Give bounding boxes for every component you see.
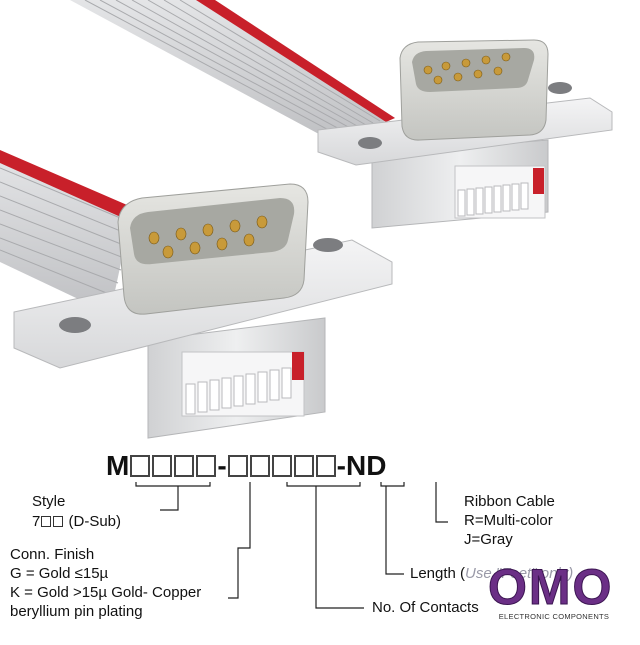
mounting-hole (59, 317, 91, 333)
ribbon-option-r: R=Multi-color (464, 512, 553, 529)
part-number-slot (152, 455, 173, 477)
ribbon-cable-back (70, 0, 395, 140)
polarity-mark (292, 352, 304, 380)
part-number-dash: - (217, 450, 227, 481)
ribbon-title: Ribbon Cable (464, 493, 555, 510)
part-number-slot (249, 455, 270, 477)
style-code-slot (41, 516, 52, 527)
length-label: Length (Use "Feet" only) (410, 564, 573, 583)
part-number-slot (174, 455, 195, 477)
style-code-suffix: (D-Sub) (68, 513, 122, 530)
connector-back (317, 39, 613, 229)
part-number-slot (227, 455, 248, 477)
mounting-hole (313, 238, 343, 252)
finish-title: Conn. Finish (10, 546, 95, 563)
part-number-suffix: -ND (336, 450, 387, 481)
polarity-mark (533, 168, 544, 194)
part-number-slot (196, 455, 217, 477)
style-code-prefix: 7 (32, 513, 41, 530)
part-number-prefix: M (106, 450, 130, 481)
finish-option-k-detail: beryllium pin plating (10, 603, 143, 620)
callout-lines (135, 482, 448, 609)
part-number-slot (293, 455, 314, 477)
logo-word: OMO (487, 559, 614, 615)
style-code: 7 (D-Sub) (32, 512, 121, 531)
part-number-slot (315, 455, 336, 477)
cable-stripe-red (0, 150, 134, 222)
mounting-hole (548, 82, 572, 94)
part-number-slot (271, 455, 292, 477)
length-label-prefix: Length ( (410, 565, 466, 582)
ribbon-cable-front (0, 150, 134, 314)
style-title: Style (32, 493, 66, 510)
mounting-hole (358, 137, 382, 149)
contacts-label: No. Of Contacts (372, 599, 479, 616)
part-number-slot (130, 455, 151, 477)
length-label-note: Use "Feet" only) (465, 565, 574, 582)
style-code-slot (53, 516, 64, 527)
ribbon-option-j: J=Gray (464, 531, 513, 548)
cable-stripe-red (196, 0, 395, 122)
logo-tagline: ELECTRONIC COMPONENTS (498, 612, 610, 621)
finish-option-k: K = Gold >15µ Gold- Copper (10, 584, 202, 601)
connector-front (13, 183, 393, 439)
omo-logo: OMO ELECTRONIC COMPONENTS (480, 560, 620, 630)
finish-option-g: G = Gold ≤15µ (10, 565, 109, 582)
part-number: M - -ND (106, 449, 386, 483)
